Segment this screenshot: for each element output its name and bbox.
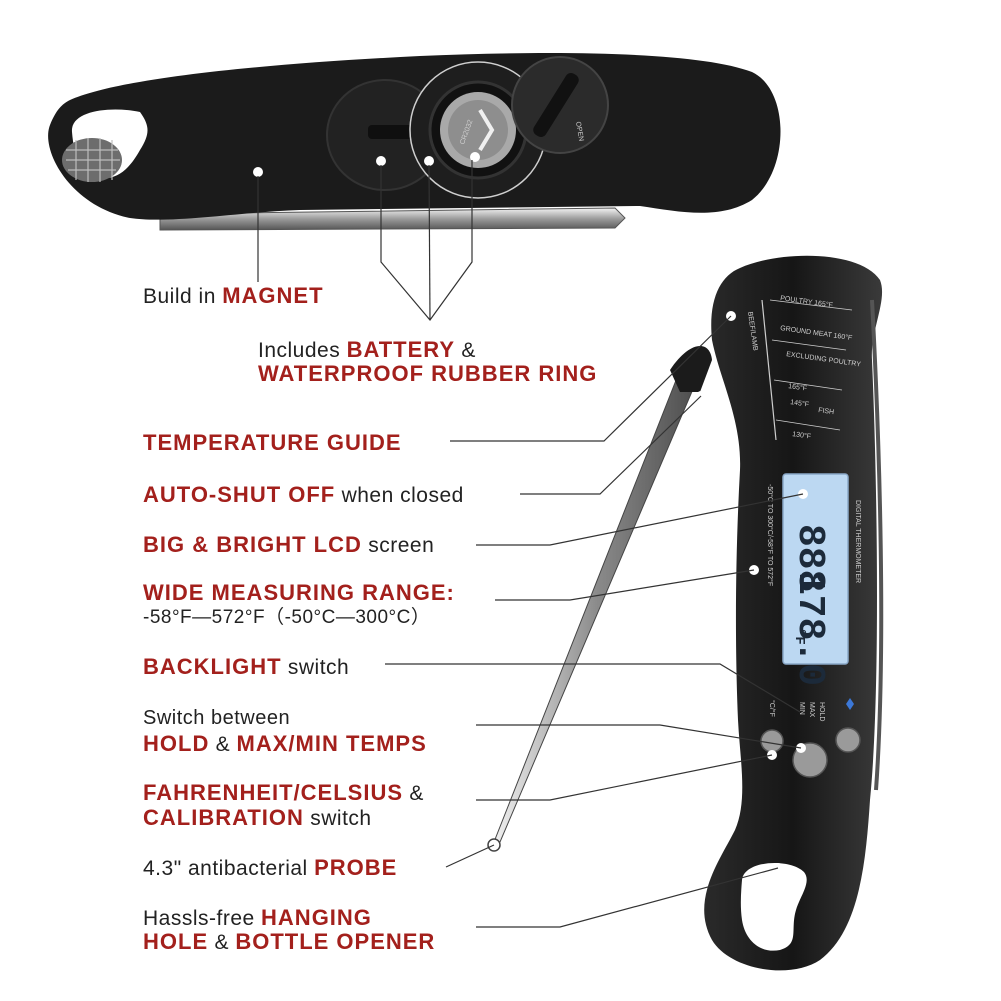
probe-label: 4.3" antibacterial PROBE bbox=[143, 855, 398, 880]
max-button-label: MAX bbox=[808, 702, 815, 718]
magnet-label: Build in MAGNET bbox=[143, 283, 324, 308]
hold-label-line2: HOLD & MAX/MIN TEMPS bbox=[143, 731, 427, 756]
lcd-reading-top: 888 bbox=[788, 524, 831, 592]
range-text: -50°C TO 300°C/-58°F TO 572°F bbox=[766, 484, 774, 586]
range-label-line2: -58°F—572°F（-50°C—300°C） bbox=[143, 607, 431, 628]
rubber-cap: OPEN bbox=[511, 56, 609, 154]
backlight-icon bbox=[846, 698, 854, 710]
guide-line-5: 165°F bbox=[788, 382, 808, 393]
top-thermometer: CR2032 OPEN bbox=[48, 53, 781, 231]
backlight-label: BACKLIGHT switch bbox=[143, 654, 350, 679]
min-button-label: MIN bbox=[798, 702, 805, 715]
hold-button-label: HOLD bbox=[818, 702, 825, 721]
top-probe bbox=[159, 207, 626, 231]
temperature-guide-label: TEMPERATURE GUIDE bbox=[143, 430, 402, 455]
auto-shut-label: AUTO-SHUT OFF when closed bbox=[143, 482, 464, 507]
lcd-reading: 178.0 bbox=[788, 572, 831, 686]
lcd-unit: °F bbox=[791, 628, 807, 645]
bottom-probe bbox=[493, 359, 703, 843]
magnet-mesh bbox=[62, 138, 122, 182]
guide-line-8: 130°F bbox=[792, 430, 812, 441]
guide-line-7: FISH bbox=[818, 407, 835, 416]
temperature-guide-graphic: POULTRY 165°F GROUND MEAT 160°F BEEF/LAM… bbox=[746, 294, 861, 441]
cap-label: OPEN bbox=[574, 121, 584, 142]
leader-lines bbox=[257, 160, 804, 928]
fc-label-line1: FAHRENHEIT/CELSIUS & bbox=[143, 780, 424, 805]
guide-line-6: 145°F bbox=[790, 398, 810, 409]
unit-button[interactable] bbox=[760, 729, 784, 753]
lcd-screen: 888 178.0 °F bbox=[782, 473, 849, 686]
unit-button-label: °C/°F bbox=[768, 700, 776, 717]
range-label-line1: WIDE MEASURING RANGE: bbox=[143, 580, 455, 605]
fc-label-line2: CALIBRATION switch bbox=[143, 805, 372, 830]
battery-label-line2: WATERPROOF RUBBER RING bbox=[258, 361, 598, 386]
battery-dot-3 bbox=[470, 152, 480, 162]
magnet-dot bbox=[253, 167, 263, 177]
brand-text: DIGITAL THERMOMETER bbox=[854, 500, 861, 583]
hold-label-line1: Switch between bbox=[143, 707, 291, 729]
battery-dot-1 bbox=[376, 156, 386, 166]
backlight-button[interactable] bbox=[835, 727, 861, 753]
bottom-thermometer: POULTRY 165°F GROUND MEAT 160°F BEEF/LAM… bbox=[487, 255, 884, 971]
battery-dot-2 bbox=[424, 156, 434, 166]
lcd-label: BIG & BRIGHT LCD screen bbox=[143, 532, 435, 557]
hanging-label-line2: HOLE & BOTTLE OPENER bbox=[143, 929, 436, 954]
hanging-hole bbox=[740, 862, 807, 951]
hanging-label-line1: Hassls-free HANGING bbox=[143, 905, 372, 930]
battery-label-line1: Includes BATTERY & bbox=[258, 337, 476, 362]
